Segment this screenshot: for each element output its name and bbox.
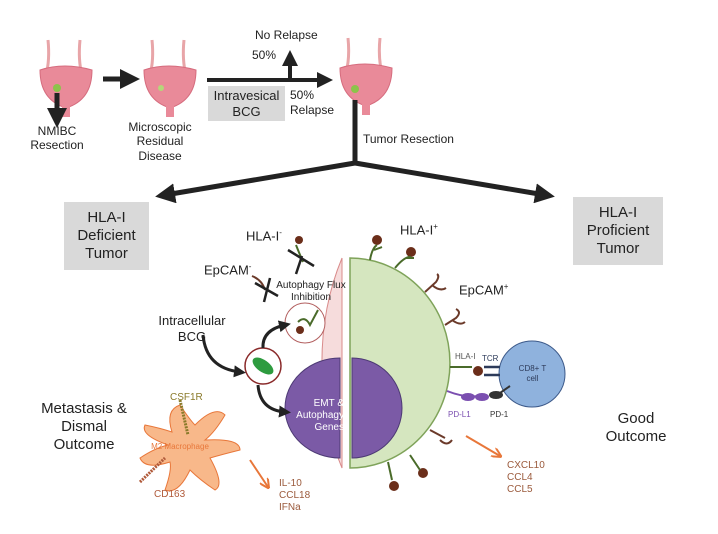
nmibc-resection-label: NMIBC Resection — [30, 124, 84, 153]
epcam-receptor-crossed — [251, 275, 279, 303]
cytokine-item: CCL18 — [279, 490, 311, 501]
bladder-icon-1 — [39, 39, 93, 117]
autophagosome — [284, 302, 326, 344]
hla-negative-label: HLA-I- — [246, 228, 282, 244]
epcam-negative-label: EpCAM- — [204, 262, 252, 278]
epcam-positive-label: EpCAM+ — [459, 282, 509, 298]
m2-cytokines-list: IL-10 CCL18 IFNa — [279, 478, 310, 514]
cytokine-item: CCL5 — [507, 484, 533, 495]
autophagy-flux-label: Autophagy Flux Inhibition — [276, 280, 346, 303]
emt-autophagy-genes-label: EMT & Autophagy Genes — [296, 398, 344, 433]
tumor-resection-label: Tumor Resection — [363, 132, 454, 146]
arrow-good-cytokines — [465, 435, 500, 456]
cytokine-item: IL-10 — [279, 478, 302, 489]
cytokine-item: CXCL10 — [507, 460, 545, 471]
residual-disease-label: Microscopic Residual Disease — [128, 120, 192, 163]
bcg-bacterium — [252, 357, 274, 375]
cytokine-item: CCL4 — [507, 472, 533, 483]
csf1r-label: CSF1R — [170, 392, 203, 403]
relapse-label: Relapse — [290, 103, 335, 117]
good-cytokines-list: CXCL10 CCL4 CCL5 — [507, 460, 545, 496]
pd1-label: PD-1 — [490, 410, 509, 419]
tcr-label: TCR — [482, 354, 499, 363]
relapse-percent: 50% — [290, 88, 315, 102]
hla-proficient-tumor-box: HLA-I Proficient Tumor — [573, 197, 663, 265]
nucleus-right — [351, 357, 403, 459]
bladder-icon-2 — [143, 39, 197, 117]
bladder-icon-3 — [339, 37, 393, 115]
metastasis-outcome-label: Metastasis & Dismal Outcome — [41, 400, 127, 453]
synapse-hla-label: HLA-I — [455, 352, 476, 361]
intracellular-bcg-label: Intracellular BCG — [158, 313, 226, 344]
arrow-m2-cytokines — [249, 459, 268, 487]
hla-deficient-tumor-box: HLA-I Deficient Tumor — [64, 202, 149, 270]
m2-macrophage — [139, 404, 241, 492]
cytokine-item: IFNa — [279, 502, 301, 513]
no-relapse-label: No Relapse — [255, 28, 318, 42]
hla-positive-label: HLA-I+ — [400, 222, 438, 238]
hla-receptors-right — [369, 235, 428, 491]
cd8-t-cell-label: CD8+ T cell — [518, 364, 547, 383]
no-relapse-percent: 50% — [252, 48, 277, 62]
hla-receptor-crossed — [287, 236, 315, 275]
good-outcome-label: Good Outcome — [605, 410, 667, 445]
intravesical-bcg-box: Intravesical BCG — [208, 86, 285, 121]
arrow-branch-left — [155, 160, 356, 204]
epcam-receptors-right — [424, 273, 466, 445]
pdl1-label: PD-L1 — [448, 410, 471, 419]
arrow-branch-right — [354, 160, 555, 204]
m2-macrophage-label: M2 Macrophage — [151, 442, 209, 451]
cd163-label: CD163 — [154, 489, 186, 500]
